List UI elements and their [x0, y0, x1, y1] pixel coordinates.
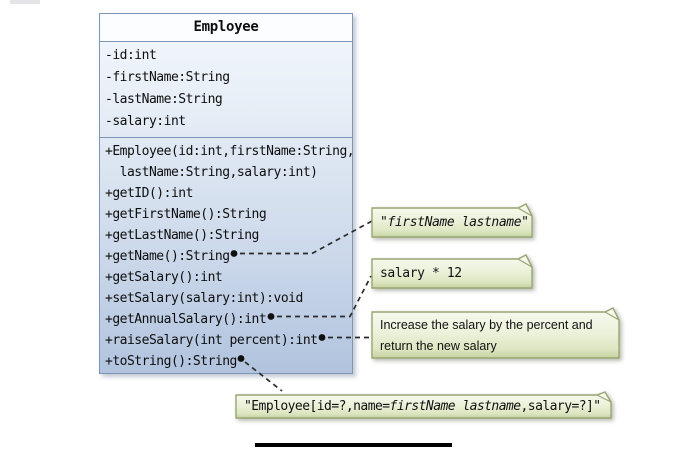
note-text-italic: firstName lastname	[387, 215, 522, 230]
bottom-rule	[255, 443, 452, 447]
scan-artifact	[10, 0, 40, 4]
method-text: lastName:String,salary:int)	[105, 165, 318, 180]
note-text-italic: firstName lastname	[389, 399, 522, 414]
note-shape	[235, 391, 612, 419]
method-row-getannualsalary: +getAnnualSalary():int	[105, 309, 352, 330]
class-methods-section: +Employee(id:int,firstName:String, lastN…	[100, 138, 355, 373]
note-shape	[371, 307, 620, 359]
method-row: lastName:String,salary:int)	[105, 162, 352, 183]
attribute-row: -lastName:String	[105, 89, 352, 111]
note-tostring-text: "Employee[id=?,name=firstName lastname,s…	[244, 399, 601, 414]
note-text-part: ,salary=?]"	[520, 399, 602, 414]
class-attributes-section: -id:int -firstName:String -lastName:Stri…	[100, 42, 352, 138]
method-text: +setSalary(salary:int):void	[105, 291, 303, 306]
method-row: +Employee(id:int,firstName:String,	[105, 141, 355, 162]
note-text-part: salary * 12	[380, 266, 462, 281]
attribute-text: -firstName:String	[105, 70, 230, 85]
attribute-text: -id:int	[105, 48, 157, 63]
note-raisesalary[interactable]: Increase the salary by the percent and r…	[371, 307, 621, 360]
method-row: +getID():int	[105, 183, 352, 204]
method-text: +raiseSalary(int percent):int	[105, 333, 318, 348]
note-raisesalary-text: Increase the salary by the percent and r…	[380, 315, 616, 357]
method-text: +getAnnualSalary():int	[105, 312, 267, 327]
method-row-tostring: +toString():String	[105, 351, 352, 372]
method-row: +getLastName():String	[105, 225, 352, 246]
class-name-header: Employee	[100, 14, 352, 42]
class-name: Employee	[193, 19, 259, 35]
method-text: +getLastName():String	[105, 228, 259, 243]
note-getname[interactable]: "firstName lastname"	[371, 203, 534, 239]
attribute-text: -salary:int	[105, 114, 186, 129]
method-text: +toString():String	[105, 354, 237, 369]
attribute-row: -firstName:String	[105, 67, 352, 89]
note-tostring[interactable]: "Employee[id=?,name=firstName lastname,s…	[235, 391, 613, 420]
method-text: +getName():String	[105, 249, 230, 264]
note-text-part: "	[380, 215, 388, 230]
note-getname-text: "firstName lastname"	[380, 215, 529, 230]
attribute-row: -id:int	[105, 45, 352, 67]
method-row-raisesalary: +raiseSalary(int percent):int	[105, 330, 352, 351]
note-getannualsalary-text: salary * 12	[380, 266, 462, 281]
method-text: +Employee(id:int,firstName:String,	[105, 144, 355, 159]
note-text-part: Increase the salary by the percent and r…	[380, 318, 593, 353]
method-text: +getFirstName():String	[105, 207, 267, 222]
note-getannualsalary[interactable]: salary * 12	[371, 254, 534, 290]
note-text-part: "Employee[id=?,name=	[244, 399, 390, 414]
method-row: +getFirstName():String	[105, 204, 352, 225]
note-shape	[371, 254, 533, 289]
method-row-getname: +getName():String	[105, 246, 352, 267]
note-text-part: "	[521, 215, 529, 230]
method-text: +getSalary():int	[105, 270, 223, 285]
attribute-row: -salary:int	[105, 111, 352, 133]
method-text: +getID():int	[105, 186, 193, 201]
method-row: +getSalary():int	[105, 267, 352, 288]
attribute-text: -lastName:String	[105, 92, 223, 107]
method-row: +setSalary(salary:int):void	[105, 288, 352, 309]
uml-class-employee[interactable]: Employee -id:int -firstName:String -last…	[99, 13, 355, 374]
